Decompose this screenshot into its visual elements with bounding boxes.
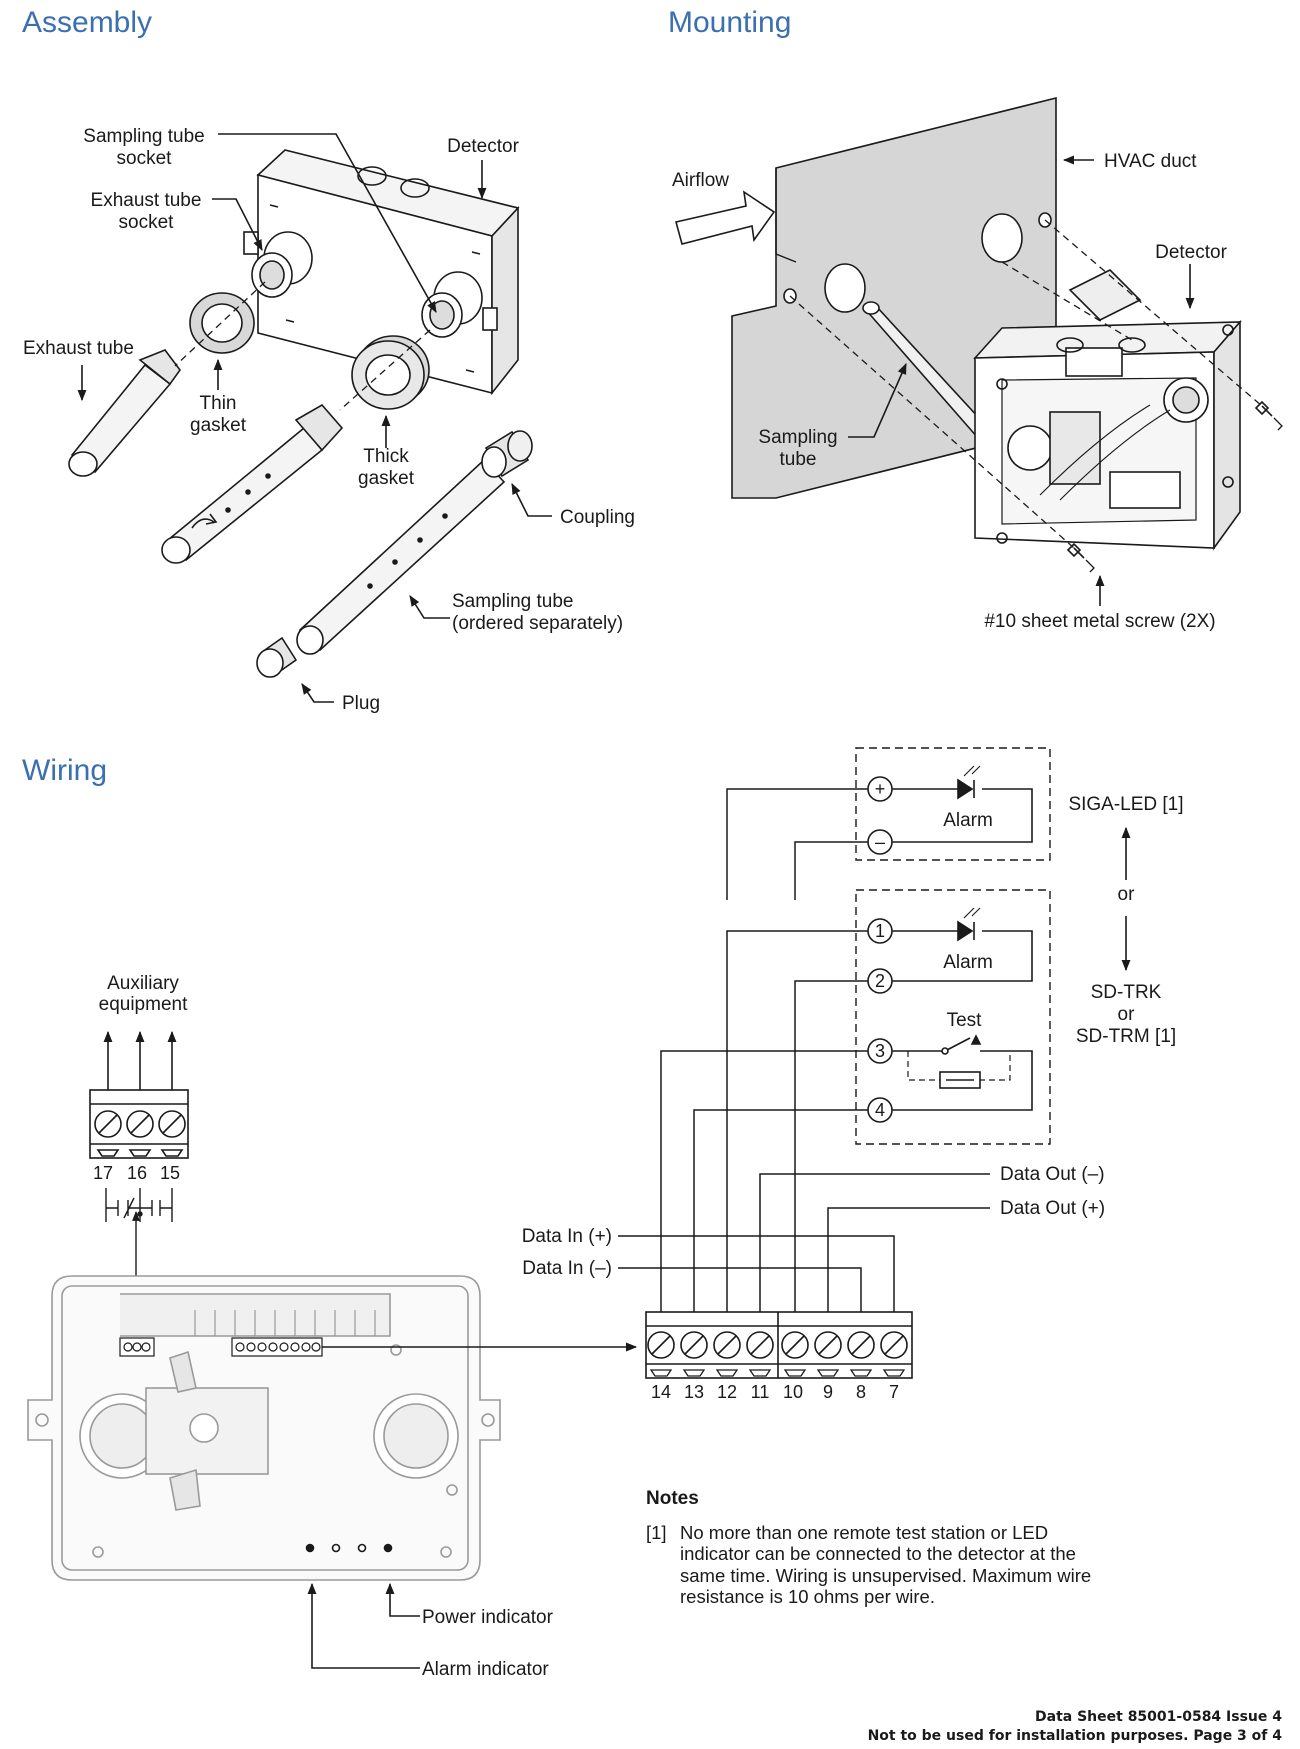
- rts-terminal-4: 4: [875, 1100, 885, 1120]
- wiring-drawing: [27, 747, 1131, 1669]
- aux-terminal-16: 16: [127, 1163, 147, 1183]
- plug: [256, 636, 298, 678]
- aux-terminal-block: [89, 1089, 189, 1159]
- notes-text: No more than one remote test station or …: [680, 1521, 1092, 1608]
- label-assembly-detector: Detector: [447, 136, 519, 157]
- exhaust-tube: [68, 349, 181, 477]
- label-exhaust-tube-socket-1: Exhaust tube: [91, 190, 202, 211]
- label-thick-gasket-2: gasket: [358, 468, 415, 489]
- terminal-7: 7: [889, 1382, 899, 1402]
- label-aux-2: equipment: [99, 994, 188, 1015]
- aux-terminal-17: 17: [93, 1163, 113, 1183]
- siga-led-box: [855, 747, 1051, 861]
- label-exhaust-tube-socket-2: socket: [119, 212, 175, 233]
- label-airflow: Airflow: [672, 170, 729, 191]
- label-sampling-tube-2: (ordered separately): [452, 613, 623, 634]
- sampling-tube-short: [161, 403, 344, 564]
- label-or: or: [1118, 884, 1136, 905]
- notes-title: Notes: [646, 1488, 699, 1509]
- label-mount-detector: Detector: [1155, 242, 1227, 263]
- relay-contacts: [105, 1188, 173, 1288]
- label-alarm-rts: Alarm: [943, 952, 993, 973]
- wiring-text: Auxiliary equipment 17 16 15 14 13 12 11…: [93, 779, 1184, 1680]
- notes-block: Notes [1] No more than one remote test s…: [646, 1488, 1106, 1608]
- main-terminal-block: [645, 1311, 913, 1379]
- terminal-9: 9: [823, 1382, 833, 1402]
- label-thin-gasket-1: Thin: [200, 393, 237, 414]
- assembly-drawing: [68, 133, 552, 703]
- terminal-8: 8: [856, 1382, 866, 1402]
- label-sampling-tube-1: Sampling tube: [452, 591, 573, 612]
- terminal-10: 10: [783, 1382, 803, 1402]
- power-indicator-leader: [385, 1582, 420, 1617]
- mounting-text: Airflow HVAC duct Detector Sampling tube…: [672, 151, 1228, 632]
- assembly-text: Sampling tube socket Detector Exhaust tu…: [23, 126, 635, 714]
- label-alarm-led: Alarm: [943, 810, 993, 831]
- terminal-12: 12: [717, 1382, 737, 1402]
- assembly-leaders: [77, 133, 552, 703]
- label-coupling: Coupling: [560, 507, 635, 528]
- board-leds: [305, 1543, 393, 1553]
- aux-terminal-15: 15: [160, 1163, 180, 1183]
- sd-trk-box: [855, 889, 1051, 1145]
- mounting-detector: [973, 319, 1242, 551]
- airflow-arrow: [675, 190, 776, 245]
- footer: Data Sheet 85001-0584 Issue 4 Not to be …: [868, 1708, 1282, 1746]
- assembly-title: Assembly: [22, 6, 153, 39]
- label-mount-sampling-2: tube: [780, 449, 817, 470]
- label-data-out-plus: Data Out (+): [1000, 1198, 1105, 1219]
- label-data-in-minus: Data In (–): [522, 1258, 612, 1279]
- assembly-alignment-lines: [174, 281, 431, 411]
- label-sd-trk: SD-TRK: [1091, 982, 1162, 1003]
- mounting-alignment-lines: [789, 219, 1263, 549]
- mounting-leaders: [848, 155, 1195, 606]
- label-thin-gasket-2: gasket: [190, 415, 247, 436]
- label-exhaust-tube: Exhaust tube: [23, 338, 134, 359]
- wiring-title: Wiring: [22, 754, 108, 787]
- led-minus-symbol: –: [875, 832, 885, 852]
- sampling-socket: [421, 271, 483, 338]
- label-sd-or: or: [1118, 1004, 1136, 1025]
- label-thick-gasket-1: Thick: [363, 446, 409, 467]
- label-test: Test: [947, 1010, 983, 1031]
- label-sampling-tube-socket-2: socket: [117, 148, 173, 169]
- terminal-14: 14: [651, 1382, 671, 1402]
- label-power-indicator: Power indicator: [422, 1607, 554, 1628]
- exhaust-socket: [251, 231, 313, 298]
- label-hvac-duct: HVAC duct: [1104, 151, 1197, 172]
- rts-terminal-3: 3: [875, 1041, 885, 1061]
- thick-gasket: [351, 335, 430, 410]
- mounting-drawing: [675, 96, 1283, 606]
- wires: [618, 788, 990, 1312]
- label-aux-1: Auxiliary: [107, 973, 179, 994]
- notes-ref: [1]: [646, 1521, 667, 1543]
- sampling-tube-long: [296, 458, 506, 655]
- rts-terminal-1: 1: [875, 921, 885, 941]
- terminal-13: 13: [684, 1382, 704, 1402]
- detector-board: [27, 1275, 501, 1581]
- label-data-out-minus: Data Out (–): [1000, 1164, 1105, 1185]
- label-sampling-tube-socket-1: Sampling tube: [83, 126, 204, 147]
- label-mount-sampling-1: Sampling: [758, 427, 837, 448]
- notes-item: [1] No more than one remote test station…: [646, 1522, 1106, 1608]
- label-sd-trm: SD-TRM [1]: [1076, 1026, 1176, 1047]
- footer-disclaimer: Not to be used for installation purposes…: [867, 1728, 1282, 1744]
- mounting-title: Mounting: [668, 6, 792, 39]
- label-alarm-indicator: Alarm indicator: [422, 1659, 549, 1680]
- assembly-detector-housing: [243, 149, 520, 396]
- footer-datasheet: Data Sheet 85001-0584 Issue 4: [1035, 1709, 1282, 1725]
- label-siga-led: SIGA-LED [1]: [1068, 794, 1183, 815]
- label-plug: Plug: [342, 693, 380, 714]
- label-data-in-plus: Data In (+): [522, 1226, 612, 1247]
- led-plus-symbol: +: [875, 779, 886, 799]
- coupling: [481, 430, 533, 478]
- rts-terminal-2: 2: [875, 971, 885, 991]
- label-screw: #10 sheet metal screw (2X): [984, 611, 1215, 632]
- alarm-indicator-leader: [307, 1582, 420, 1669]
- aux-arrows: [103, 1030, 177, 1090]
- terminal-11: 11: [751, 1382, 770, 1402]
